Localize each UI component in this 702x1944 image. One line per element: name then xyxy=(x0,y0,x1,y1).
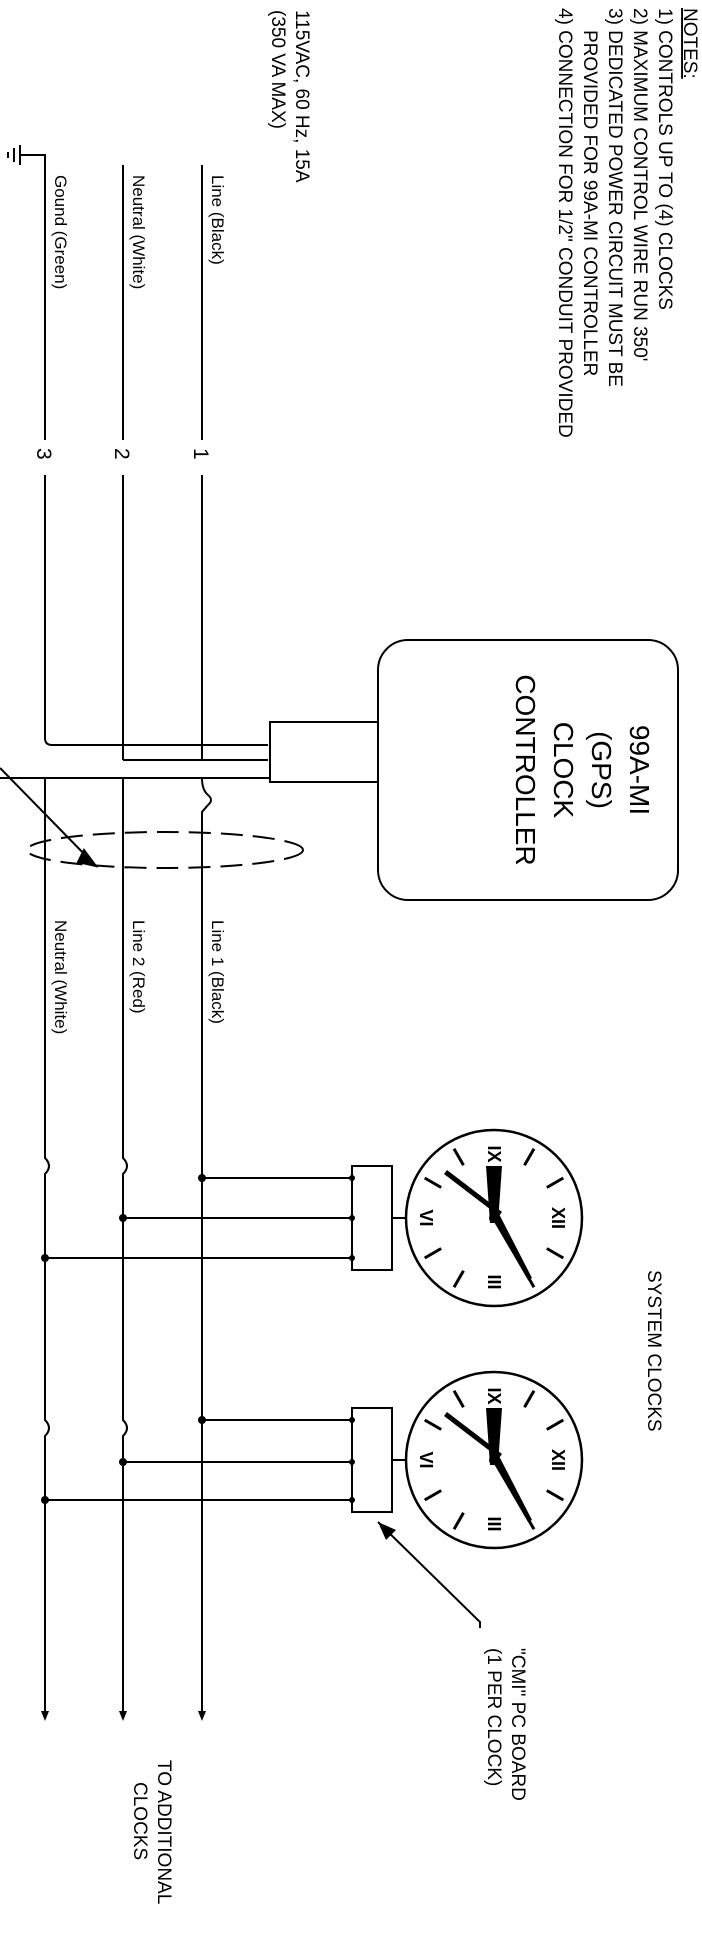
output-arrows xyxy=(41,1690,206,1721)
system-clock-2: XII III VI IX xyxy=(41,1370,584,1550)
clock2-numeral-6: VI xyxy=(416,1451,436,1468)
power-spec: 115VAC, 60 Hz, 15A (350 VA MAX) xyxy=(267,10,312,183)
clock1-numeral-3: III xyxy=(484,1274,504,1289)
controller-line4: CONTROLLER xyxy=(510,674,541,865)
terminal-3: 3 xyxy=(32,448,55,460)
controller-line3: CLOCK xyxy=(548,722,579,819)
note-3-cont: PROVIDED FOR 99A-MI CONTROLLER xyxy=(579,30,600,376)
cmi-board-1 xyxy=(351,1165,393,1271)
clock2-numeral-12: XII xyxy=(548,1449,568,1471)
pc-board-line2: (1 PER CLOCK) xyxy=(483,1648,504,1786)
output-label-line1: Line 1 (Black) xyxy=(208,920,227,1024)
controller-line1: 99A-MI xyxy=(624,725,655,815)
clock1-numeral-12: XII xyxy=(548,1207,568,1229)
clock2-numeral-3: III xyxy=(484,1516,504,1531)
wire-label-ground: Gound (Green) xyxy=(51,175,70,289)
clock1-numeral-9: IX xyxy=(484,1145,504,1162)
note-2: 2) MAXIMUM CONTROL WIRE RUN 350' xyxy=(629,8,650,361)
wire-label-line: Line (Black) xyxy=(208,175,227,265)
pc-board-callout: "CMI" PC BOARD (1 PER CLOCK) xyxy=(377,1521,528,1801)
output-wire-labels: Line 1 (Black) Line 2 (Red) Neutral (Whi… xyxy=(51,920,227,1034)
notes-block: NOTES: 1) CONTROLS UP TO (4) CLOCKS 2) M… xyxy=(554,8,700,438)
output-wires xyxy=(0,777,270,1700)
conduit-marker xyxy=(0,767,304,869)
system-clocks-label: SYSTEM CLOCKS xyxy=(643,1270,664,1432)
cmi-board-2 xyxy=(351,1407,393,1513)
pc-board-line1: "CMI" PC BOARD xyxy=(507,1648,528,1801)
output-label-line2: Line 2 (Red) xyxy=(129,920,148,1014)
clock2-numeral-9: IX xyxy=(484,1387,504,1404)
to-additional-line1: TO ADDITIONAL xyxy=(153,1760,174,1904)
terminal-1: 1 xyxy=(189,448,212,460)
controller-line2: (GPS) xyxy=(586,731,617,809)
input-wires xyxy=(7,145,268,761)
power-spec-line1: 115VAC, 60 Hz, 15A xyxy=(291,10,312,183)
note-4: 4) CONNECTION FOR 1/2" CONDUIT PROVIDED xyxy=(554,8,575,438)
system-clock-1: XII III VI IX xyxy=(41,1128,584,1308)
power-spec-line2: (350 VA MAX) xyxy=(267,10,288,129)
notes-heading: NOTES: xyxy=(679,8,700,79)
to-additional-clocks: TO ADDITIONAL CLOCKS xyxy=(129,1760,174,1904)
note-3: 3) DEDICATED POWER CIRCUIT MUST BE xyxy=(604,8,625,387)
output-label-neutral: Neutral (White) xyxy=(51,920,70,1034)
wire-label-neutral: Neutral (White) xyxy=(129,175,148,289)
controller: 99A-MI (GPS) CLOCK CONTROLLER xyxy=(269,639,679,901)
note-1: 1) CONTROLS UP TO (4) CLOCKS xyxy=(654,8,675,310)
clock1-numeral-6: VI xyxy=(416,1209,436,1226)
terminal-2: 2 xyxy=(110,448,133,460)
input-wire-labels: Line (Black) Neutral (White) Gound (Gree… xyxy=(32,175,227,460)
to-additional-line2: CLOCKS xyxy=(129,1782,150,1860)
